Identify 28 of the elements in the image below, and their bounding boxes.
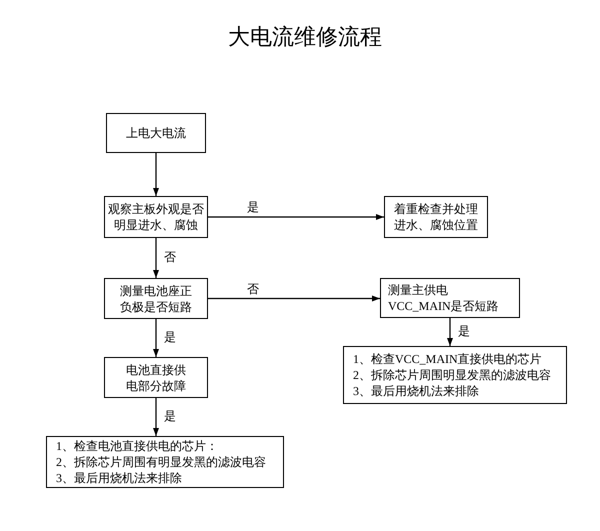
edge-label: 是	[246, 200, 260, 214]
arrow	[208, 296, 380, 302]
list-item: 2、拆除芯片周围有明显发黑的滤波电容	[56, 454, 266, 470]
arrow	[447, 318, 453, 346]
list-item: 3、最后用烧机法来排除	[353, 383, 479, 399]
process-box: 测量主供电VCC_MAIN是否短路	[380, 278, 520, 318]
list-item: 1、检查VCC_MAIN直接供电的芯片	[353, 351, 542, 367]
process-box: 上电大电流	[106, 113, 206, 153]
edge-label: 是	[457, 324, 471, 338]
arrow	[153, 153, 159, 196]
list-item: 3、最后用烧机法来排除	[56, 470, 182, 486]
process-box: 观察主板外观是否明显进水、腐蚀	[104, 196, 208, 238]
edge-label: 否	[246, 282, 260, 296]
arrow	[208, 214, 384, 220]
edge-label: 否	[163, 250, 177, 264]
process-box: 着重检查并处理进水、腐蚀位置	[384, 196, 488, 238]
list-item: 2、拆除芯片周围明显发黑的滤波电容	[353, 367, 551, 383]
edge-label: 是	[163, 330, 177, 344]
process-box: 电池直接供电部分故障	[104, 357, 208, 398]
arrow	[153, 319, 159, 357]
process-box	[343, 346, 567, 404]
process-box: 测量电池座正负极是否短路	[104, 278, 208, 319]
process-box	[46, 436, 284, 488]
list-item: 1、检查电池直接供电的芯片：	[56, 438, 218, 454]
edge-label: 是	[163, 409, 177, 423]
arrow	[153, 238, 159, 278]
arrow	[153, 398, 159, 436]
title: 大电流维修流程	[228, 24, 382, 50]
